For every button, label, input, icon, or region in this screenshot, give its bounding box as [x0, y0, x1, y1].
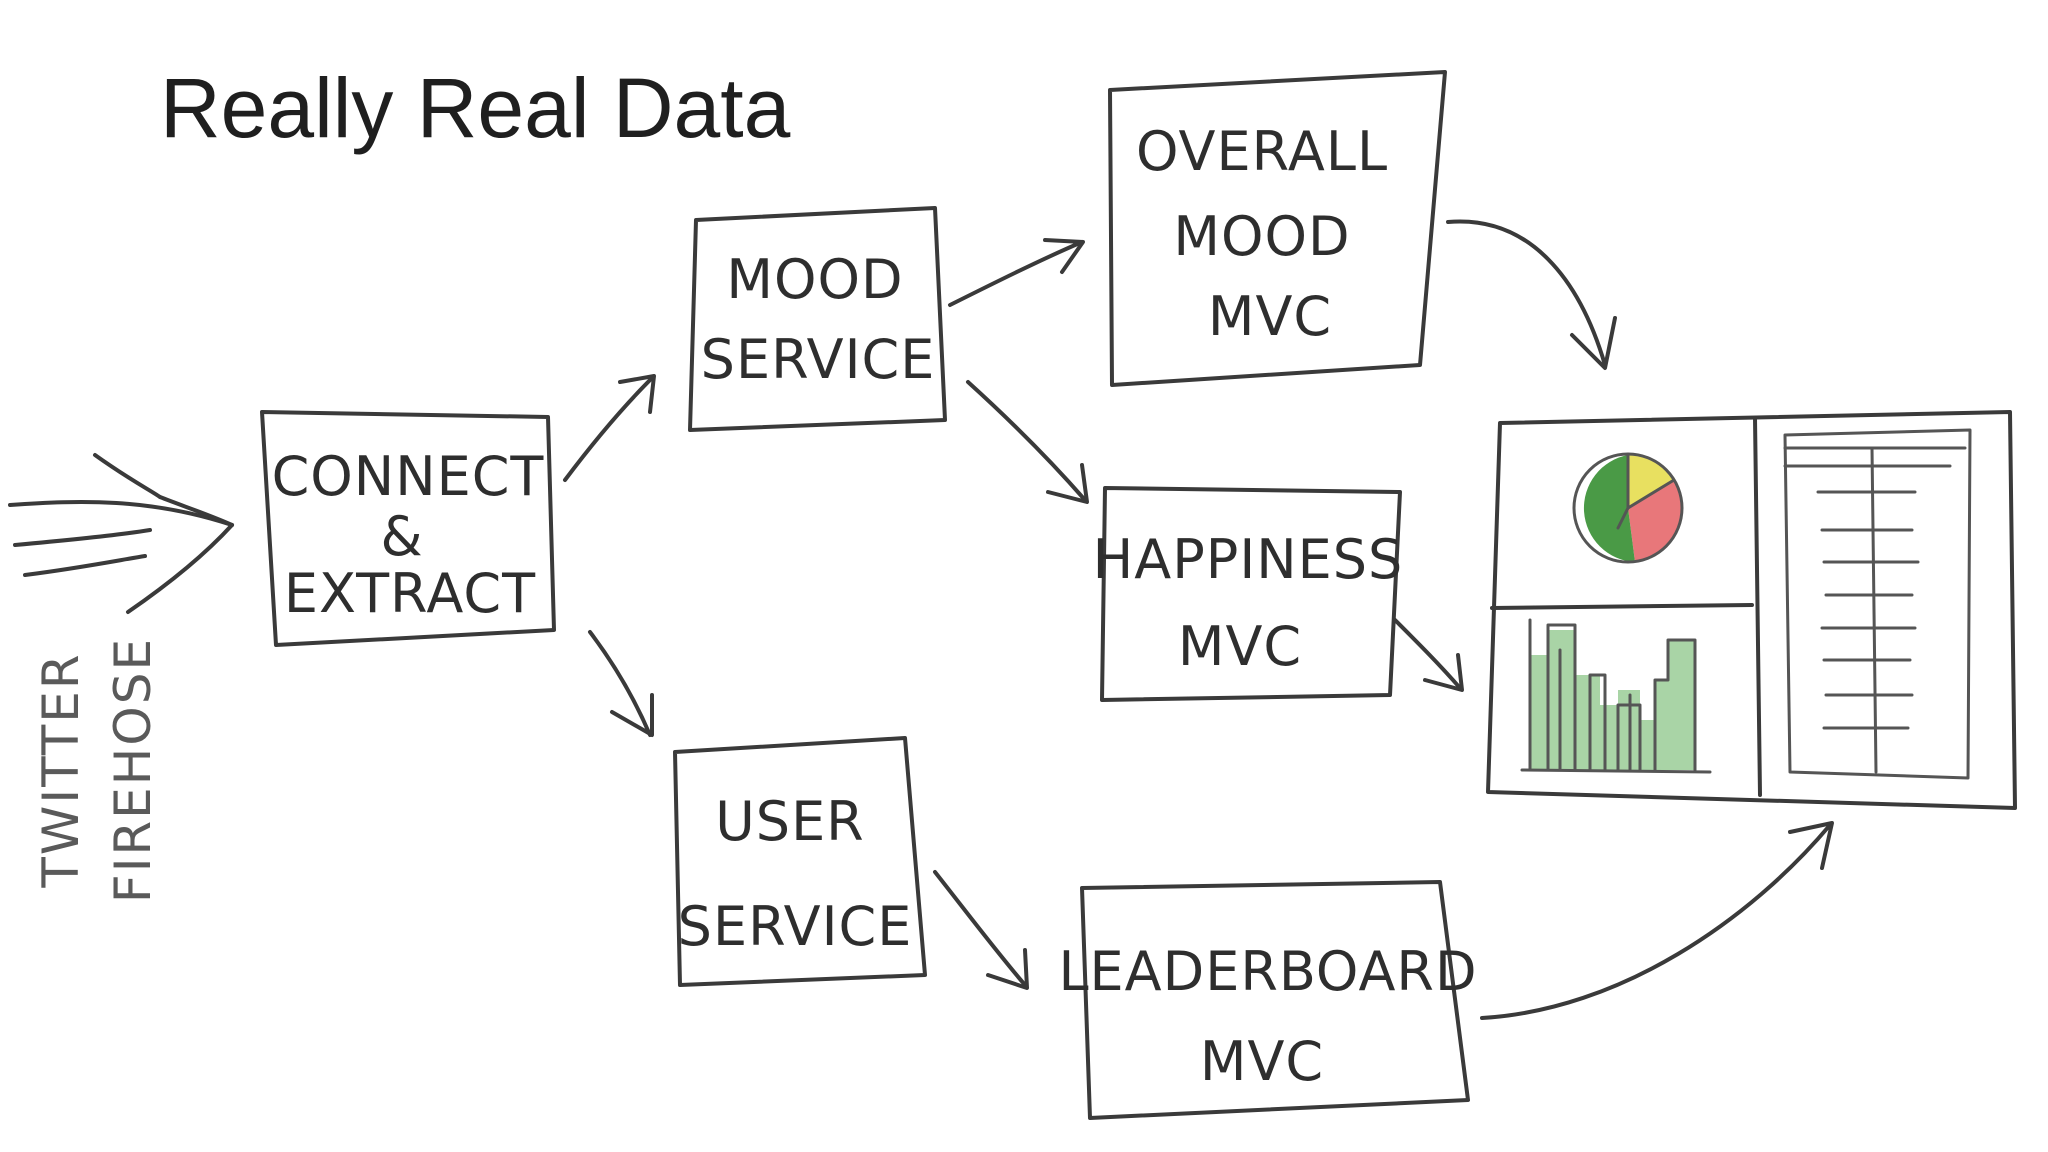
arrow-leaderboard-to-dashboard-icon — [1480, 821, 1834, 1020]
node-leaderboard-mvc: LEADERBOARD MVC — [1058, 880, 1477, 1120]
svg-text:&: & — [380, 505, 423, 568]
arrow-user-to-leaderboard-icon — [933, 870, 1029, 990]
firehose-arrow-icon — [8, 453, 234, 614]
node-mood-service: MOOD SERVICE — [688, 206, 947, 432]
svg-text:USER: USER — [715, 790, 864, 853]
arrow-mood-to-overall-icon — [948, 238, 1085, 307]
pie-chart-icon — [1572, 452, 1684, 564]
svg-text:MVC: MVC — [1178, 615, 1302, 678]
arrow-mood-to-happiness-icon — [966, 380, 1089, 504]
svg-text:LEADERBOARD: LEADERBOARD — [1058, 940, 1477, 1003]
arrow-overall-to-dashboard-icon — [1446, 219, 1617, 370]
svg-text:TWITTER: TWITTER — [32, 652, 90, 888]
source-label-twitter: TWITTER — [32, 652, 90, 888]
svg-text:SERVICE: SERVICE — [701, 328, 936, 391]
svg-text:CONNECT: CONNECT — [272, 445, 545, 508]
svg-text:EXTRACT: EXTRACT — [284, 562, 536, 625]
svg-text:MVC: MVC — [1200, 1030, 1324, 1093]
svg-text:HAPPINESS: HAPPINESS — [1093, 528, 1404, 591]
node-overall-mood-mvc: OVERALL MOOD MVC — [1108, 70, 1447, 387]
svg-text:MVC: MVC — [1208, 285, 1332, 348]
svg-text:MOOD: MOOD — [726, 248, 903, 311]
bar-chart-icon — [1520, 618, 1712, 774]
node-connect-extract: CONNECT & EXTRACT — [260, 410, 556, 647]
svg-text:MOOD: MOOD — [1173, 205, 1350, 268]
svg-text:OVERALL: OVERALL — [1136, 120, 1388, 183]
node-user-service: USER SERVICE — [673, 736, 927, 987]
arrow-happiness-to-dashboard-icon — [1393, 618, 1464, 692]
page-title: Really Real Data — [160, 61, 791, 155]
arrow-connect-to-mood-icon — [563, 374, 656, 482]
svg-text:FIREHOSE: FIREHOSE — [104, 637, 162, 903]
arrow-connect-to-user-icon — [588, 630, 654, 737]
dashboard-sketch — [1486, 410, 2017, 810]
source-label-firehose: FIREHOSE — [104, 637, 162, 903]
svg-text:SERVICE: SERVICE — [678, 895, 913, 958]
leaderboard-list-icon — [1783, 428, 1972, 780]
node-happiness-mvc: HAPPINESS MVC — [1093, 486, 1404, 702]
